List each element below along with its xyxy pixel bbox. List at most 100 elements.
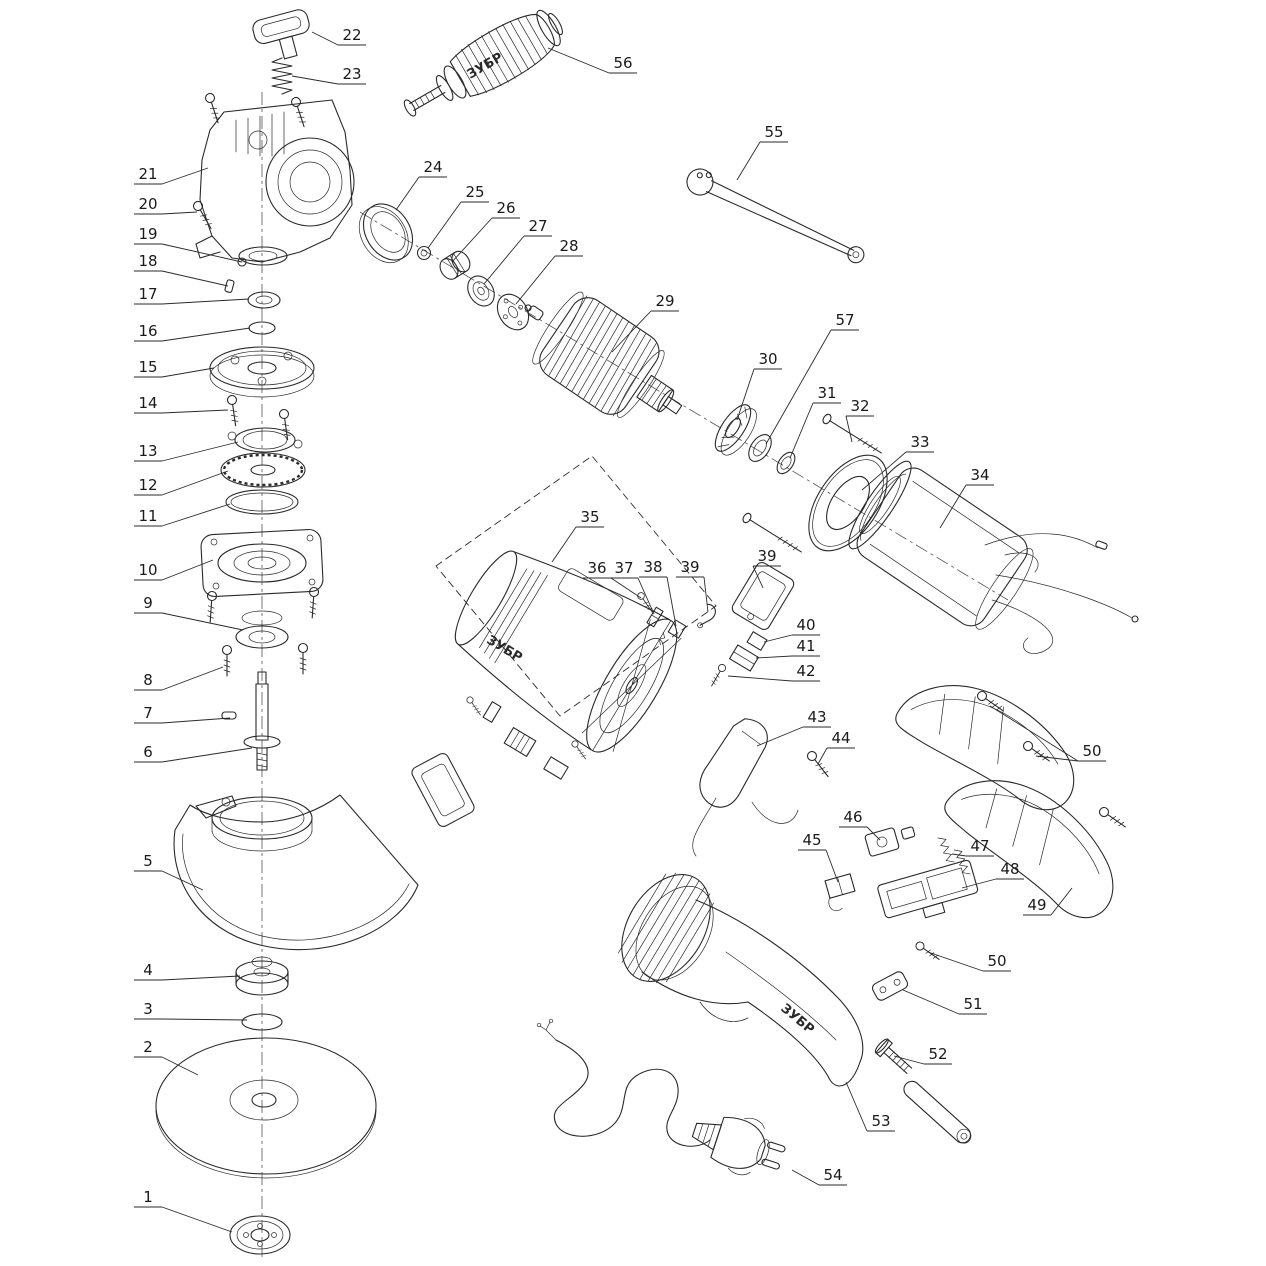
connector-block <box>503 727 537 757</box>
svg-text:3: 3 <box>143 1000 153 1018</box>
brush-bracket <box>877 859 979 919</box>
part-label-21: 21 <box>134 165 209 185</box>
part-label-7: 7 <box>134 704 231 724</box>
part-label-29: 29 <box>611 292 679 353</box>
part-label-50: 50 <box>989 705 1106 762</box>
gear-flange <box>209 346 315 398</box>
rear-housing-half-lower <box>944 780 1114 919</box>
svg-text:39: 39 <box>757 547 776 565</box>
armature-rotor <box>524 291 683 418</box>
flange-screw <box>226 394 241 427</box>
switch-screw <box>708 662 728 689</box>
part-label-4: 4 <box>134 961 241 981</box>
svg-text:10: 10 <box>138 561 157 579</box>
housing-screw <box>191 199 216 232</box>
bevel-pinion <box>439 250 471 280</box>
switch-cover-lower <box>411 753 475 827</box>
part-label-15: 15 <box>134 358 215 378</box>
flange-screw <box>278 408 293 441</box>
svg-text:25: 25 <box>465 183 484 201</box>
part-label-48: 48 <box>961 860 1024 889</box>
svg-text:28: 28 <box>559 237 578 255</box>
bolt-sleeve <box>903 1080 972 1144</box>
spindle <box>243 671 281 771</box>
svg-text:40: 40 <box>796 616 815 634</box>
svg-text:29: 29 <box>655 292 674 310</box>
side-handle: ЗУБР <box>403 9 563 117</box>
part-label-54: 54 <box>791 1166 847 1186</box>
part-label-5: 5 <box>134 852 204 891</box>
bearing-sleeve <box>748 434 772 462</box>
svg-text:26: 26 <box>496 199 515 217</box>
svg-text:56: 56 <box>613 54 632 72</box>
svg-text:38: 38 <box>643 558 662 576</box>
part-label-23: 23 <box>291 65 366 85</box>
svg-text:2: 2 <box>143 1038 153 1056</box>
part-label-22: 22 <box>311 26 366 46</box>
power-cord <box>536 1018 711 1147</box>
svg-text:4: 4 <box>143 961 153 979</box>
svg-text:15: 15 <box>138 358 157 376</box>
svg-text:57: 57 <box>835 311 854 329</box>
part-label-13: 13 <box>134 441 239 462</box>
brand-mark-handle: ЗУБР <box>465 50 506 82</box>
part-label-34: 34 <box>939 466 994 529</box>
part-label-33: 33 <box>861 433 934 491</box>
bevel-gear-large <box>220 452 306 488</box>
svg-text:17: 17 <box>138 285 157 303</box>
clamp-flange-nut <box>229 1215 291 1255</box>
svg-text:1: 1 <box>143 1188 153 1206</box>
small-screw <box>465 695 484 718</box>
part-label-11: 11 <box>134 503 231 527</box>
svg-text:50: 50 <box>987 952 1006 970</box>
svg-text:37: 37 <box>614 559 633 577</box>
svg-text:31: 31 <box>817 384 836 402</box>
baffle-plate <box>808 454 888 552</box>
pin-small <box>224 279 235 293</box>
svg-text:22: 22 <box>342 26 361 44</box>
switch-slider <box>746 631 768 651</box>
svg-text:47: 47 <box>970 837 989 855</box>
plate-screw <box>307 586 320 619</box>
part-label-28: 28 <box>515 237 583 305</box>
svg-text:35: 35 <box>580 508 599 526</box>
svg-text:55: 55 <box>764 123 783 141</box>
svg-text:36: 36 <box>587 559 606 577</box>
svg-text:24: 24 <box>423 158 442 176</box>
part-label-2: 2 <box>134 1038 199 1076</box>
part-label-10: 10 <box>134 559 214 581</box>
part-label-40: 40 <box>763 616 820 643</box>
power-plug <box>691 1116 786 1176</box>
svg-text:5: 5 <box>143 852 153 870</box>
inner-flange <box>235 956 289 996</box>
svg-text:14: 14 <box>138 394 157 412</box>
part-label-18: 18 <box>134 252 229 287</box>
rear-handle-assembly: ЗУБР <box>617 872 864 1087</box>
part-label-38: 38 <box>639 558 677 627</box>
part-label-55: 55 <box>736 123 788 181</box>
svg-text:18: 18 <box>138 252 157 270</box>
part-label-17: 17 <box>134 285 250 305</box>
svg-text:51: 51 <box>963 995 982 1013</box>
o-ring-large <box>225 489 299 515</box>
svg-text:6: 6 <box>143 743 153 761</box>
svg-text:21: 21 <box>138 165 157 183</box>
cord-clamp <box>871 971 909 1001</box>
svg-text:52: 52 <box>928 1045 947 1063</box>
part-label-50: 50 <box>927 951 1011 972</box>
part-label-51: 51 <box>902 989 987 1015</box>
part-label-25: 25 <box>427 183 489 249</box>
stator <box>848 460 1034 630</box>
adjust-knob <box>252 9 310 60</box>
part-label-41: 41 <box>755 637 820 659</box>
svg-text:19: 19 <box>138 225 157 243</box>
grinding-disc <box>155 1037 377 1179</box>
part-label-9: 9 <box>134 594 244 631</box>
part-label-27: 27 <box>483 217 552 285</box>
svg-text:11: 11 <box>138 507 157 525</box>
svg-text:9: 9 <box>143 594 153 612</box>
part-label-42: 42 <box>727 662 820 682</box>
part-label-36: 36 <box>583 559 642 599</box>
part-label-32: 32 <box>845 397 874 443</box>
part-label-31: 31 <box>789 384 841 459</box>
